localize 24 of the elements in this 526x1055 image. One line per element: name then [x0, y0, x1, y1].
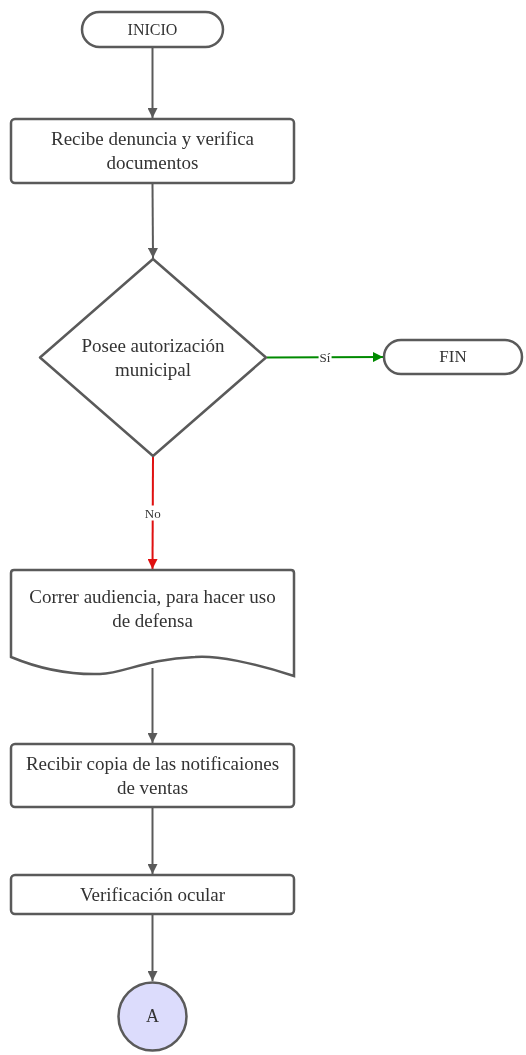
- process-box: [10, 743, 295, 808]
- node-text: Correr audiencia, para hacer uso de defensa: [28, 585, 277, 633]
- arrow: [147, 667, 158, 744]
- node-text: FIN: [439, 346, 467, 368]
- arrow: [147, 183, 158, 259]
- edge-label: No: [143, 505, 162, 521]
- node-text: Recibe denuncia y verifica documentos: [49, 127, 256, 175]
- node-text: INICIO: [127, 19, 178, 40]
- arrow: [147, 807, 158, 875]
- decision-diamond: [39, 258, 267, 457]
- node-text: Posee autorización municipal: [80, 333, 226, 382]
- process-box: [10, 118, 295, 184]
- document-shape: [10, 569, 295, 677]
- node-text: A: [146, 1005, 159, 1028]
- connector-circle: [117, 981, 188, 1052]
- arrow: [147, 914, 158, 982]
- process-box: [10, 874, 295, 915]
- end-terminator: [383, 339, 523, 375]
- start-terminator: [81, 11, 224, 48]
- node-text: Recibir copia de las notificaiones de ventas: [24, 751, 281, 800]
- arrow: [147, 47, 158, 119]
- arrow: [147, 456, 158, 570]
- node-text: Verificación ocular: [79, 882, 226, 907]
- arrow: [266, 352, 384, 363]
